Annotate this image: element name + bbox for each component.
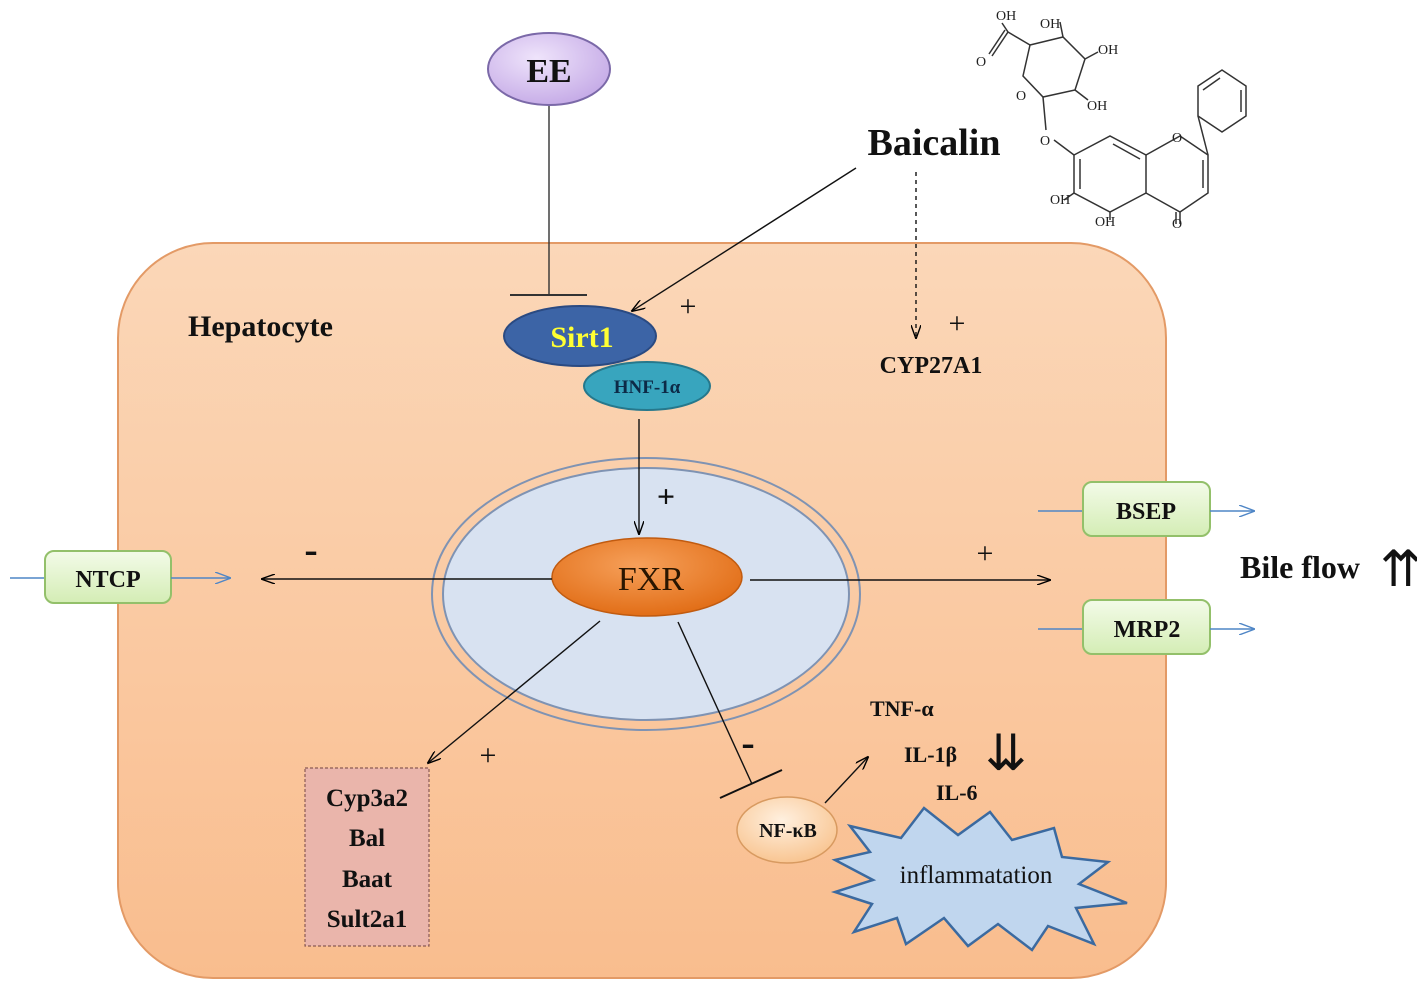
baicalin-molecule-labels: OH O OH OH OH O O O OH OH O xyxy=(976,9,1182,232)
cytokine-il-1beta: IL-1β xyxy=(904,742,957,767)
hnf-fxr-sign: + xyxy=(657,478,675,514)
bile-flow-up-arrows: ⇈ xyxy=(1380,540,1417,598)
molecule-oh-5: OH xyxy=(1095,215,1115,230)
inflammation-star xyxy=(830,806,1128,952)
baicalin-to-sirt1-arrow xyxy=(632,167,857,311)
molecule-oh-2: OH xyxy=(1098,43,1118,58)
ntcp-node xyxy=(44,550,172,604)
fxr-bsep-sign: + xyxy=(977,537,994,570)
gene-baat: Baat xyxy=(342,866,393,893)
sirt1-label: Sirt1 xyxy=(550,321,613,354)
gene-cyp3a2: Cyp3a2 xyxy=(326,785,408,812)
cyp27a1-label: CYP27A1 xyxy=(880,353,983,379)
inflammation-label: inflammatation xyxy=(900,862,1053,889)
cytokine-il-6: IL-6 xyxy=(936,780,978,805)
ee-label: EE xyxy=(526,53,571,90)
hepatocyte-label: Hepatocyte xyxy=(188,310,333,343)
fxr-inhibit-nfkb-line xyxy=(677,621,753,785)
nfkb-label: NF-κB xyxy=(759,820,817,842)
nucleus-outer-membrane xyxy=(431,457,861,731)
baicalin-label: Baicalin xyxy=(867,122,1000,164)
bsep-node xyxy=(1082,481,1211,537)
cytokine-down-arrows: ⇊ xyxy=(985,724,1027,782)
ee-node xyxy=(487,32,611,106)
molecule-o-flav: O xyxy=(1172,131,1182,146)
baicalin-sirt1-sign: + xyxy=(680,290,697,323)
molecule-o-link: O xyxy=(1040,134,1050,149)
hnf1a-node xyxy=(583,361,711,411)
nfkb-node xyxy=(736,796,838,864)
sirt1-node xyxy=(503,305,657,367)
fxr-inhibit-nfkb-bar xyxy=(719,769,783,799)
mrp2-node xyxy=(1082,599,1211,655)
fxr-node xyxy=(551,537,743,617)
bile-flow-label: Bile flow xyxy=(1240,549,1360,585)
baicalin-molecule xyxy=(988,21,1247,224)
molecule-oh-6: OH xyxy=(1050,193,1070,208)
fxr-nfkb-sign: - xyxy=(741,720,754,765)
target-genes-box xyxy=(304,767,430,947)
fxr-label: FXR xyxy=(618,561,684,598)
molecule-oh-acid: OH xyxy=(996,9,1016,24)
molecule-oh-1: OH xyxy=(1040,17,1060,32)
fxr-ntcp-sign: - xyxy=(304,527,317,572)
nfkb-to-cytokines-arrow xyxy=(824,757,868,804)
hnf1a-label: HNF-1α xyxy=(614,377,681,398)
molecule-o-ring: O xyxy=(1016,89,1026,104)
gene-bal: Bal xyxy=(349,825,385,852)
cytokine-tnf-alpha: TNF-α xyxy=(870,696,934,721)
baicalin-cyp27a1-sign: + xyxy=(949,307,966,340)
ntcp-label: NTCP xyxy=(75,567,140,593)
gene-sult2a1: Sult2a1 xyxy=(327,906,408,933)
bsep-label: BSEP xyxy=(1116,499,1176,525)
molecule-oh-3: OH xyxy=(1087,99,1107,114)
molecule-o-keto: O xyxy=(1172,217,1182,232)
molecule-o-acid: O xyxy=(976,55,986,70)
fxr-genes-sign: + xyxy=(480,739,497,772)
fxr-to-genes-arrow xyxy=(428,620,601,763)
mrp2-label: MRP2 xyxy=(1114,617,1181,643)
